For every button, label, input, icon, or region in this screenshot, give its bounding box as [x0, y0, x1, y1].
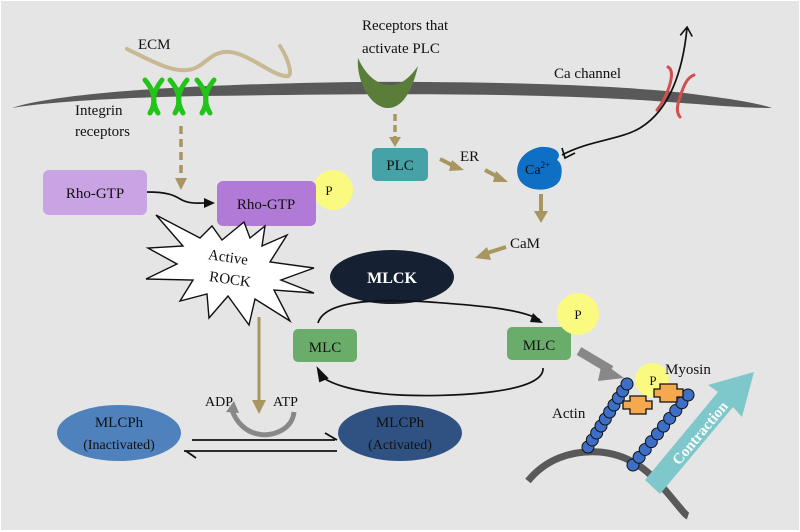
rho-phosphate [313, 170, 353, 210]
rho-gtp-inactive-label: Rho-GTP [66, 186, 124, 202]
rho-gtp-active-box [217, 181, 316, 226]
atp-label: ATP [273, 395, 298, 410]
rho-phosphate-label: P [325, 183, 332, 198]
myosin-head-1 [622, 395, 653, 415]
plc-receptor-label-line2: activate PLC [362, 41, 440, 57]
mlc-right-label: MLC [523, 338, 556, 354]
rock-label-line1: Active [207, 247, 249, 268]
ca-ion [517, 146, 562, 190]
cam-to-mlck-arrowhead [475, 247, 491, 260]
mlc-dephosphorylation-arrow [319, 367, 544, 397]
plc-to-ca-arrows [439, 157, 508, 182]
myosin-head-2 [653, 383, 684, 403]
mlcph-active-ellipse [338, 405, 462, 461]
actin-bead [620, 377, 634, 391]
rho-activation-arrowhead [204, 198, 215, 208]
ecm-label: ECM [138, 37, 171, 53]
integrin-arrowhead [175, 178, 187, 190]
integrin-label-line2: receptors [75, 124, 130, 140]
mlc-left-box [293, 329, 357, 362]
integrin-receptors [142, 77, 217, 116]
mlc-dephosphorylation-arrowhead [316, 366, 329, 383]
receptor-to-plc-arrowhead [389, 137, 401, 147]
active-rock-starburst [145, 214, 315, 327]
contraction-arrow [645, 372, 754, 494]
plc-label: PLC [386, 158, 414, 174]
rho-gtp-inactive-box [43, 170, 147, 215]
rock-label-line2: ROCK [208, 269, 252, 291]
adp-atp-curve [229, 409, 297, 438]
plc-box [372, 148, 428, 181]
mlc-to-myosin-arrowhead [598, 362, 624, 381]
cam-label: CaM [510, 236, 540, 252]
mlc-phosphate [557, 293, 599, 335]
mlck-ellipse [330, 250, 454, 304]
ca-to-cam-arrowhead [534, 211, 548, 223]
actin-label: Actin [552, 406, 586, 422]
mlcph-active-line1: MLCPh [376, 415, 425, 431]
mlc-phosphorylation-arrowhead [530, 313, 543, 323]
ca-ion-label: Ca2+ [525, 160, 550, 178]
mlc-left-label: MLC [309, 340, 342, 356]
adp-arrowhead [226, 401, 239, 413]
mlck-label: MLCK [367, 270, 417, 287]
ca-influx-arrow [561, 25, 693, 156]
integrin-label-line1: Integrin [75, 103, 123, 119]
mlcph-equilibrium-arrows [184, 432, 338, 459]
myosin-phosphate-label: P [649, 373, 656, 388]
mlcph-inactive-ellipse [57, 405, 181, 461]
er-label: ER [460, 149, 479, 165]
actin-bead [681, 388, 695, 402]
ecm-fiber [125, 44, 292, 79]
plc-receptor [357, 58, 418, 108]
mlcph-inactive-line1: MLCPh [95, 415, 144, 431]
ca-channel [655, 65, 696, 119]
actin-filaments [581, 377, 695, 472]
rock-to-mlcph-arrowhead [252, 400, 266, 414]
rho-activation-arrow [146, 191, 207, 204]
mlcph-active-line2: (Activated) [368, 438, 432, 453]
adp-label: ADP [205, 395, 233, 410]
plc-receptor-label-line1: Receptors that [362, 18, 449, 34]
myosin-label: Myosin [665, 362, 711, 378]
rho-gtp-active-label: Rho-GTP [237, 197, 295, 213]
ca-channel-label: Ca channel [554, 66, 621, 82]
mlcph-inactive-line2: (Inactivated) [83, 438, 155, 453]
mlc-right-box [507, 327, 571, 360]
mlc-phosphate-label: P [574, 307, 581, 322]
ca-influx-tail [561, 147, 576, 160]
mlc-phosphorylation-arrow [317, 299, 541, 324]
